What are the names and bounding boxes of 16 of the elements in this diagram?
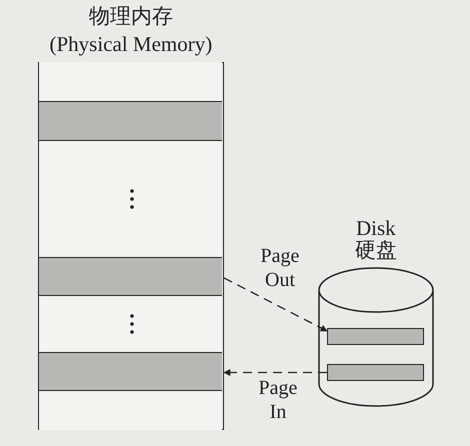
memory-row (39, 140, 222, 256)
memory-page-slot (39, 352, 222, 390)
memory-row (39, 390, 222, 430)
memory-page-slot (39, 100, 222, 140)
heading-text: 物理内存 (89, 4, 173, 28)
disk-page-slot (327, 364, 424, 381)
memory-column (38, 62, 224, 430)
heading-text: (Physical Memory) (50, 32, 212, 56)
heading-text: Disk (356, 216, 396, 240)
dashed-arrow (223, 369, 327, 376)
memory-page-slot (39, 256, 222, 294)
memory-row (39, 294, 222, 352)
dashed-arrow (224, 277, 328, 332)
disk-page-slot (327, 328, 424, 345)
heading-text: 硬盘 (355, 238, 397, 262)
memory-row (39, 62, 222, 100)
